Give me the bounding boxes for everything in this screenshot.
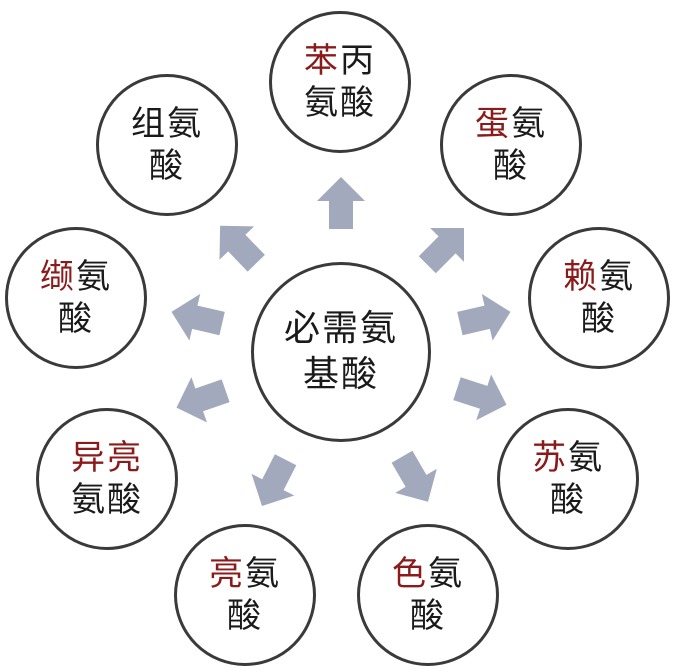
node-highlight-text: 色 <box>392 554 428 594</box>
arrow-threonine <box>453 374 507 421</box>
arrow-isoleucine <box>176 377 230 423</box>
node-highlight-text: 缬 <box>40 257 76 297</box>
arrow-phenylalanine <box>317 177 365 229</box>
arrow-lysine <box>457 293 511 341</box>
node-highlight-text: 苏 <box>532 438 568 478</box>
node-highlight-text: 苯 <box>304 41 340 81</box>
node-text: 氨 <box>428 554 464 594</box>
node-isoleucine: 异亮 氨酸 <box>36 408 178 550</box>
node-valine: 缬氨 酸 <box>5 227 147 369</box>
node-line-2: 酸 <box>550 480 586 520</box>
node-line-2: 酸 <box>493 146 529 186</box>
node-line-2: 氨酸 <box>304 83 376 123</box>
arrow-histidine <box>219 225 265 272</box>
node-lysine: 赖氨 酸 <box>528 227 670 369</box>
node-text: 氨 <box>76 257 112 297</box>
node-text: 丙 <box>340 41 376 81</box>
node-line-2: 酸 <box>410 596 446 636</box>
arrow-valine <box>171 293 225 341</box>
node-leucine: 亮氨 酸 <box>174 524 316 666</box>
node-text: 氨 <box>511 104 547 144</box>
node-text: 组氨 <box>131 104 203 144</box>
node-highlight-text: 亮 <box>209 554 245 594</box>
node-phenylalanine: 苯丙 氨酸 <box>269 11 411 153</box>
arrow-tryptophan <box>391 450 437 502</box>
center-line-1: 必需氨 <box>283 308 398 349</box>
node-line-2: 酸 <box>581 299 617 339</box>
node-histidine: 组氨 酸 <box>96 74 238 216</box>
center-line-2: 基酸 <box>302 354 379 395</box>
node-line-2: 氨酸 <box>71 480 143 520</box>
arrow-leucine <box>251 454 297 506</box>
node-threonine: 苏氨 酸 <box>497 408 639 550</box>
node-text: 氨 <box>568 438 604 478</box>
node-line-2: 酸 <box>227 596 263 636</box>
node-highlight-text: 蛋 <box>475 104 511 144</box>
node-text: 氨 <box>599 257 635 297</box>
node-tryptophan: 色氨 酸 <box>357 524 499 666</box>
node-text: 氨 <box>245 554 281 594</box>
node-highlight-text: 赖 <box>563 257 599 297</box>
center-node: 必需氨 基酸 <box>251 262 431 442</box>
arrow-methionine <box>418 228 464 274</box>
node-methionine: 蛋氨 酸 <box>440 74 582 216</box>
node-line-2: 酸 <box>58 299 94 339</box>
node-highlight-text: 异亮 <box>71 438 143 478</box>
node-line-2: 酸 <box>149 146 185 186</box>
